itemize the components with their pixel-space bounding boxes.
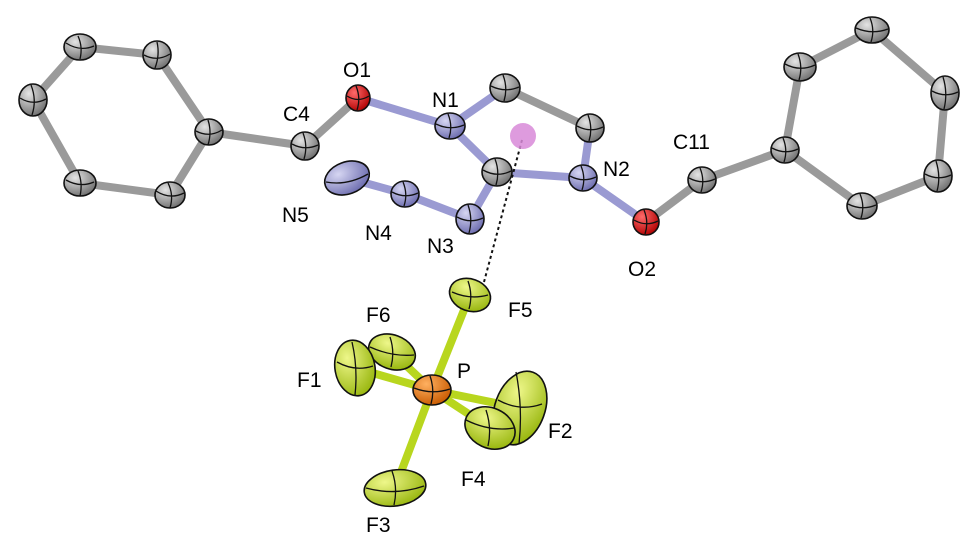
ellipsoid-axis bbox=[435, 113, 465, 139]
carbon-atom-c4 bbox=[290, 131, 320, 161]
label-n4: N4 bbox=[365, 222, 392, 245]
ellipsoid-axis bbox=[369, 336, 415, 368]
bond bbox=[153, 51, 213, 136]
ellipsoid-axis bbox=[451, 280, 489, 310]
ellipsoid-axis bbox=[365, 470, 425, 506]
carbon-atom bbox=[854, 16, 890, 44]
label-f4: F4 bbox=[461, 468, 486, 491]
ellipsoid-axis bbox=[65, 35, 95, 60]
nitrogen-atom-n4 bbox=[390, 180, 420, 208]
anion-pi-contact bbox=[483, 139, 523, 283]
carbon-atom bbox=[489, 73, 521, 103]
carbon-atom bbox=[923, 159, 953, 193]
label-n3: N3 bbox=[427, 235, 454, 258]
label-p: P bbox=[457, 360, 471, 383]
carbon-atom bbox=[194, 118, 224, 146]
label-o2: O2 bbox=[628, 258, 656, 281]
ellipsoid-axis bbox=[336, 341, 374, 396]
fluorine-atom-f6 bbox=[367, 333, 417, 371]
phosphorus-atom bbox=[412, 374, 452, 406]
ellipsoid-axis bbox=[688, 167, 716, 193]
bond bbox=[354, 94, 454, 130]
ellipsoid-axis bbox=[497, 371, 543, 445]
carbon-atom bbox=[846, 192, 878, 220]
bond bbox=[428, 291, 474, 394]
carbon-atom bbox=[142, 40, 172, 70]
ellipsoid-axis bbox=[65, 170, 95, 197]
label-n5: N5 bbox=[282, 204, 309, 227]
nitrogen-atom-n2 bbox=[568, 164, 598, 192]
nitrogen-atom-n1 bbox=[434, 112, 466, 140]
ellipsoid-axis bbox=[391, 181, 419, 207]
ellipsoid-axis bbox=[465, 409, 515, 447]
ellipsoid-axis bbox=[143, 41, 171, 69]
nitrogen-atom-n5 bbox=[323, 160, 371, 196]
ring-centroid-marker bbox=[510, 123, 536, 149]
label-n2: N2 bbox=[603, 158, 630, 181]
ellipsoid-axes bbox=[19, 17, 959, 506]
ellipsoid-axis bbox=[325, 173, 369, 184]
nitrogen-atom-n3 bbox=[455, 203, 485, 235]
ellipsoid-axis bbox=[855, 17, 889, 43]
ellipsoid-axis bbox=[490, 74, 520, 102]
carbon-atom bbox=[930, 75, 960, 111]
ellipsoid-axis bbox=[784, 53, 816, 81]
ellipsoid-axis bbox=[569, 165, 597, 191]
ellipsoid-axis bbox=[346, 85, 370, 111]
label-f5: F5 bbox=[508, 299, 533, 322]
bond bbox=[868, 26, 949, 97]
label-f6: F6 bbox=[366, 304, 391, 327]
bond bbox=[781, 146, 866, 210]
label-n1: N1 bbox=[432, 89, 459, 112]
ellipsoid-axis bbox=[456, 204, 484, 234]
label-o1: O1 bbox=[343, 59, 371, 82]
label-f2: F2 bbox=[548, 420, 573, 443]
ellipsoid-axis bbox=[155, 182, 185, 209]
carbon-atom bbox=[63, 33, 97, 61]
carbon-atom bbox=[575, 113, 605, 143]
ellipsoid-axis bbox=[847, 193, 877, 219]
carbon-atom bbox=[481, 157, 513, 187]
bond bbox=[205, 128, 309, 150]
fluorine-atom-f5 bbox=[448, 277, 492, 313]
ellipsoid-axis bbox=[291, 132, 319, 160]
carbon-atom bbox=[783, 52, 817, 82]
ellipsoid-axis bbox=[19, 84, 47, 116]
ellipsoid-axis bbox=[771, 137, 799, 163]
oxygen-atom-o1 bbox=[345, 84, 371, 112]
label-c11: C11 bbox=[673, 131, 710, 154]
bond bbox=[501, 84, 594, 132]
ellipsoid-axis bbox=[195, 119, 223, 146]
carbon-atom bbox=[770, 136, 800, 164]
ellipsoid-axis bbox=[413, 375, 451, 405]
ellipsoid-axis bbox=[924, 160, 952, 192]
ellipsoid-axis bbox=[633, 209, 659, 235]
carbon-atom-c11 bbox=[687, 166, 717, 194]
label-f3: F3 bbox=[366, 514, 391, 537]
carbon-atom bbox=[18, 83, 48, 117]
atom-labels: O1 N1 C4 C11 N2 N5 N4 N3 O2 F5 F6 P F1 F… bbox=[282, 59, 710, 537]
oxygen-atom-o2 bbox=[632, 208, 660, 236]
ellipsoid-axis bbox=[482, 158, 512, 186]
ellipsoid-axis bbox=[931, 76, 959, 110]
label-f1: F1 bbox=[297, 369, 322, 392]
ellipsoid-axis bbox=[576, 114, 604, 142]
label-c4: C4 bbox=[283, 103, 310, 126]
